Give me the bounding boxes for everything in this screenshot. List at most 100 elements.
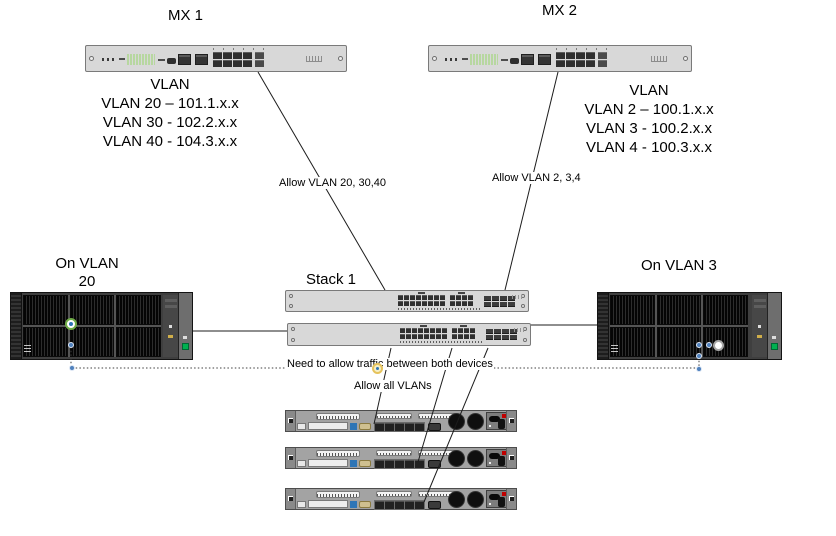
ethernet-port bbox=[470, 334, 475, 339]
ethernet-port bbox=[452, 328, 457, 333]
psu-led-icon bbox=[489, 503, 491, 505]
stack-switch-2[interactable] bbox=[287, 323, 531, 346]
mx2-title: MX 2 bbox=[542, 2, 578, 19]
cisco-logo-icon bbox=[306, 56, 322, 62]
mx1-appliance[interactable] bbox=[85, 45, 347, 72]
port-number-ticks bbox=[213, 48, 265, 50]
selection-handle-blue[interactable] bbox=[706, 342, 712, 348]
ethernet-port bbox=[400, 328, 405, 333]
connection-point-white-icon[interactable] bbox=[713, 340, 724, 351]
grille-panel bbox=[69, 327, 115, 357]
ethernet-port bbox=[405, 460, 414, 468]
ethernet-port bbox=[405, 501, 414, 509]
status-led-icon bbox=[445, 58, 458, 61]
vent-slot bbox=[376, 413, 412, 419]
grille-panel bbox=[610, 295, 655, 325]
ethernet-port bbox=[586, 60, 595, 67]
port-group-mark bbox=[420, 325, 427, 327]
ethernet-port bbox=[440, 295, 445, 300]
server-on-vlan-3[interactable] bbox=[597, 292, 782, 360]
ethernet-port bbox=[456, 295, 461, 300]
ethernet-port bbox=[404, 301, 409, 306]
ethernet-port bbox=[430, 328, 435, 333]
id-label bbox=[297, 423, 306, 430]
screw-hole-icon bbox=[289, 304, 293, 308]
port-group-mark bbox=[458, 292, 465, 294]
rack-server-3[interactable] bbox=[285, 488, 517, 510]
vlan-entry: VLAN 3 - 100.2.x.x bbox=[586, 120, 712, 137]
grille-panel bbox=[656, 295, 702, 325]
server-on-vlan-20[interactable] bbox=[10, 292, 193, 360]
ethernet-port bbox=[440, 301, 445, 306]
power-supply bbox=[486, 449, 508, 467]
sfp-port bbox=[508, 296, 515, 301]
rack-ear bbox=[286, 411, 296, 431]
psu-handle bbox=[489, 416, 500, 422]
lan-port-block bbox=[213, 52, 252, 67]
selection-handle-blue[interactable] bbox=[696, 342, 702, 348]
psu-socket-icon bbox=[498, 419, 505, 429]
ethernet-port bbox=[385, 501, 394, 509]
id-label bbox=[297, 460, 306, 467]
psu-latch-red bbox=[502, 414, 506, 418]
ethernet-port bbox=[385, 423, 394, 431]
led-bar-array-icon bbox=[470, 54, 498, 65]
usb-port-icon bbox=[510, 58, 519, 64]
status-led-icon bbox=[102, 58, 115, 61]
power-supply bbox=[486, 490, 508, 508]
ethernet-port bbox=[424, 334, 429, 339]
connection-point-green-icon[interactable] bbox=[65, 318, 77, 330]
connector-midpoint-handle[interactable] bbox=[372, 363, 383, 374]
vent-slot bbox=[376, 450, 412, 456]
vga-port-icon bbox=[359, 423, 371, 430]
sfp-uplink-block bbox=[486, 329, 517, 340]
stack-switch-1[interactable] bbox=[285, 290, 529, 312]
model-label bbox=[24, 344, 31, 352]
ethernet-port bbox=[398, 301, 403, 306]
rack-server-2[interactable] bbox=[285, 447, 517, 469]
rack-server-1[interactable] bbox=[285, 410, 517, 432]
screw-hole-icon bbox=[291, 338, 295, 342]
power-supply bbox=[486, 412, 508, 430]
mx2-appliance[interactable] bbox=[428, 45, 692, 72]
vent-slot bbox=[316, 450, 360, 457]
selection-handle-blue[interactable] bbox=[696, 353, 702, 359]
ethernet-port bbox=[468, 295, 473, 300]
reset-port-icon bbox=[158, 59, 165, 61]
port-group-b bbox=[452, 328, 475, 339]
port-group-a bbox=[398, 295, 445, 306]
fan-icon bbox=[467, 450, 484, 467]
selection-handle-blue[interactable] bbox=[68, 342, 74, 348]
sfp-port bbox=[484, 302, 491, 307]
uplink-port-block bbox=[255, 52, 264, 67]
selection-handle-blue[interactable] bbox=[696, 366, 702, 372]
screw-hole-icon bbox=[289, 294, 293, 298]
usb-port-icon bbox=[167, 58, 176, 64]
vlan-entry: VLAN 30 - 102.2.x.x bbox=[102, 114, 238, 131]
ethernet-port bbox=[556, 52, 565, 59]
uplink-port-block bbox=[598, 52, 607, 67]
sfp-port bbox=[500, 302, 507, 307]
ethernet-port bbox=[436, 334, 441, 339]
psu-latch-red bbox=[502, 451, 506, 455]
vlan-header: VLAN bbox=[629, 82, 669, 99]
ethernet-port bbox=[385, 460, 394, 468]
pci-blank bbox=[308, 422, 348, 430]
ethernet-port bbox=[468, 301, 473, 306]
ethernet-port bbox=[213, 52, 222, 59]
fan-icon bbox=[448, 413, 465, 430]
ethernet-port bbox=[395, 423, 404, 431]
power-led-icon bbox=[183, 336, 187, 339]
ethernet-port bbox=[406, 328, 411, 333]
ethernet-port bbox=[400, 334, 405, 339]
port-group-mark bbox=[460, 325, 467, 327]
screw-hole-icon bbox=[89, 56, 94, 61]
selection-handle-blue[interactable] bbox=[69, 365, 75, 371]
sfp-port bbox=[494, 335, 501, 340]
nic-port-row bbox=[374, 500, 425, 510]
psu-led-icon bbox=[489, 462, 491, 464]
grille-panel bbox=[656, 327, 702, 357]
fan-icon bbox=[467, 491, 484, 508]
nic-port-row bbox=[374, 459, 425, 469]
